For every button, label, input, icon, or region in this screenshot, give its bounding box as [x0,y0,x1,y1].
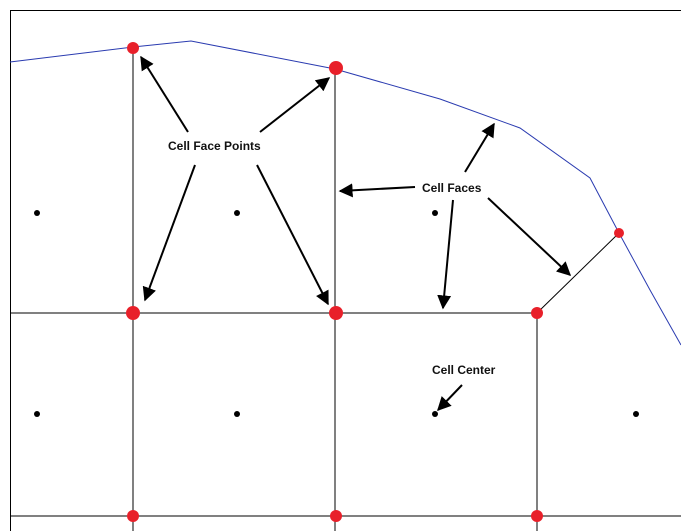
arrow-to-face [464,122,495,173]
cell-face-lines [10,47,681,531]
cell-face-point [330,510,342,522]
cell-center-point [34,210,40,216]
arrow-to-face [437,199,454,310]
arrow-to-face-point [259,77,331,133]
cell-center-point [432,210,438,216]
cell-face-point [531,307,543,319]
cell-centers [34,210,639,417]
cell-center-point [234,210,240,216]
arrow-to-face-point [140,55,189,133]
arrow-to-face-point [256,164,329,306]
cell-center-point [633,411,639,417]
cell-face-diagonal [536,232,620,314]
mesh-boundary-line [9,40,681,346]
frame-border [10,10,681,531]
label-cell-faces: Cell Faces [422,181,482,195]
label-cell-center: Cell Center [432,363,496,377]
cell-face-point [126,306,140,320]
cell-face-point [329,61,343,75]
arrow-to-cell-center [437,384,463,412]
arrow-to-face [487,197,572,276]
cell-face-points [126,42,624,522]
arrow-to-face [338,183,416,198]
cell-center-point [432,411,438,417]
cell-face-point [127,510,139,522]
cell-face-point [329,306,343,320]
label-cell-face-points: Cell Face Points [168,139,261,153]
annotation-arrows [140,55,572,412]
cell-center-point [34,411,40,417]
cell-face-point [127,42,139,54]
cell-face-point [531,510,543,522]
arrow-to-face-point [142,164,196,302]
cell-center-point [234,411,240,417]
cell-face-point [614,228,624,238]
